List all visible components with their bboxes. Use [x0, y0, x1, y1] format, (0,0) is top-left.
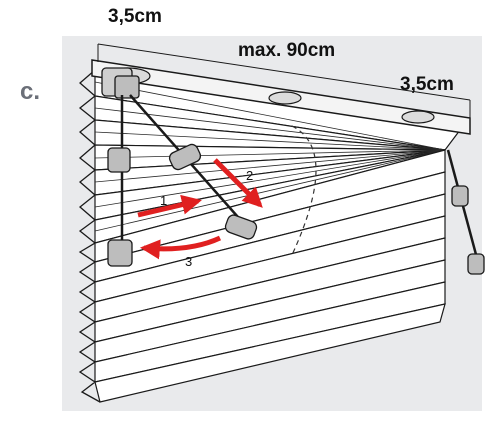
arrow-step-1	[137, 194, 202, 218]
cord-tensioner-icon	[107, 143, 485, 275]
arrow-icon	[137, 158, 263, 260]
dashed-arc	[291, 125, 317, 256]
step-number-3: 3	[185, 254, 192, 269]
pleated-blind-lower	[94, 149, 446, 403]
max-width-label: max. 90cm	[238, 40, 336, 61]
width-label-top-left: 3,5cm	[108, 6, 162, 27]
arrow-step-2	[213, 158, 263, 208]
panel-letter: c.	[20, 78, 41, 105]
arrow-step-3	[140, 235, 222, 260]
fan-lines	[94, 81, 446, 232]
step-number-2: 2	[246, 168, 253, 183]
left-bracket-cluster	[101, 67, 140, 99]
step-number-1: 1	[160, 193, 167, 208]
left-pleat-edge	[78, 69, 101, 403]
width-label-right: 3,5cm	[400, 74, 454, 95]
